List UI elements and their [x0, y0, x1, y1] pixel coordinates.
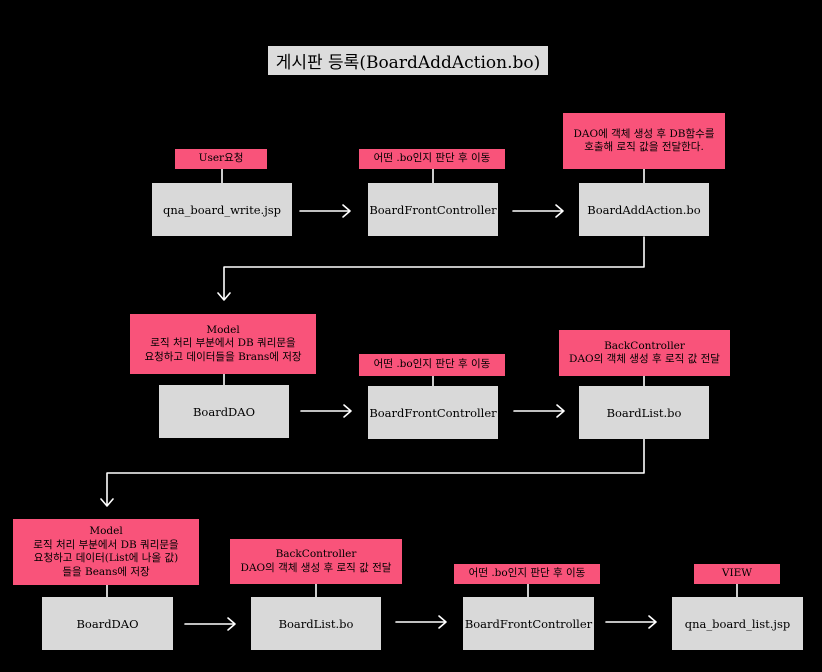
label-line: User요청: [198, 152, 244, 165]
flow-arrow: [395, 615, 447, 629]
flow-arrow: [605, 615, 657, 629]
label-line: 로직 처리 부분에서 DB 쿼리문을: [150, 337, 296, 350]
label-line: 요청하고 데이터들을 Brans에 저장: [144, 350, 302, 363]
flow-arrow: [512, 204, 564, 218]
flow-arrow: [217, 236, 645, 301]
flow-arrow: [513, 404, 565, 418]
label-line: 호출해 로직 값을 전달한다.: [584, 141, 704, 153]
label-back-controller: BackController DAO의 객체 생성 후 로직 값 전달: [230, 539, 402, 584]
flow-arrow: [299, 204, 351, 218]
label-line: 요청하고 데이터(List에 나올 값): [33, 552, 179, 564]
node-board-dao: BoardDAO: [159, 385, 289, 438]
node-board-front-controller: BoardFrontController: [463, 597, 594, 650]
label-line: DAO의 객체 생성 후 로직 값 전달: [569, 353, 720, 365]
label-line: 어떤 .bo인지 판단 후 이동: [468, 567, 586, 580]
flow-arrow: [184, 617, 236, 631]
node-qna-board-list: qna_board_list.jsp: [672, 597, 803, 650]
node-board-list: BoardList.bo: [579, 386, 709, 439]
node-board-front-controller: BoardFrontController: [368, 386, 498, 439]
label-route-decision: 어떤 .bo인지 판단 후 이동: [359, 354, 505, 376]
label-line: Model: [89, 525, 123, 537]
label-view: VIEW: [694, 564, 780, 584]
label-line: DAO의 객체 생성 후 로직 값 전달: [240, 561, 392, 574]
label-line: Model: [206, 323, 240, 336]
label-line: BackController: [604, 339, 685, 352]
label-route-decision: 어떤 .bo인지 판단 후 이동: [359, 149, 505, 169]
flow-arrow: [300, 404, 352, 418]
node-qna-board-write: qna_board_write.jsp: [152, 183, 292, 236]
label-line: 로직 처리 부분에서 DB 쿼리문을: [33, 538, 179, 551]
label-dao-call: DAO에 객체 생성 후 DB함수를 호출해 로직 값을 전달한다.: [563, 113, 725, 169]
label-model: Model 로직 처리 부분에서 DB 쿼리문을 요청하고 데이터들을 Bran…: [130, 314, 316, 374]
label-route-decision: 어떤 .bo인지 판단 후 이동: [454, 564, 600, 584]
label-model: Model 로직 처리 부분에서 DB 쿼리문을 요청하고 데이터(List에 …: [13, 519, 199, 585]
node-board-list: BoardList.bo: [251, 597, 381, 650]
label-back-controller: BackController DAO의 객체 생성 후 로직 값 전달: [559, 330, 730, 376]
flow-arrow: [100, 438, 645, 507]
label-line: 들을 Beans에 저장: [62, 565, 150, 578]
label-line: BackController: [275, 548, 357, 560]
label-user-request: User요청: [175, 149, 267, 169]
node-board-front-controller: BoardFrontController: [368, 183, 498, 236]
label-line: VIEW: [721, 567, 753, 580]
node-board-add-action: BoardAddAction.bo: [579, 183, 709, 236]
label-line: 어떤 .bo인지 판단 후 이동: [373, 152, 491, 165]
node-board-dao: BoardDAO: [42, 597, 173, 650]
label-line: DAO에 객체 생성 후 DB함수를: [573, 127, 715, 140]
label-line: 어떤 .bo인지 판단 후 이동: [373, 358, 491, 371]
page-title: 게시판 등록(BoardAddAction.bo): [268, 46, 548, 75]
